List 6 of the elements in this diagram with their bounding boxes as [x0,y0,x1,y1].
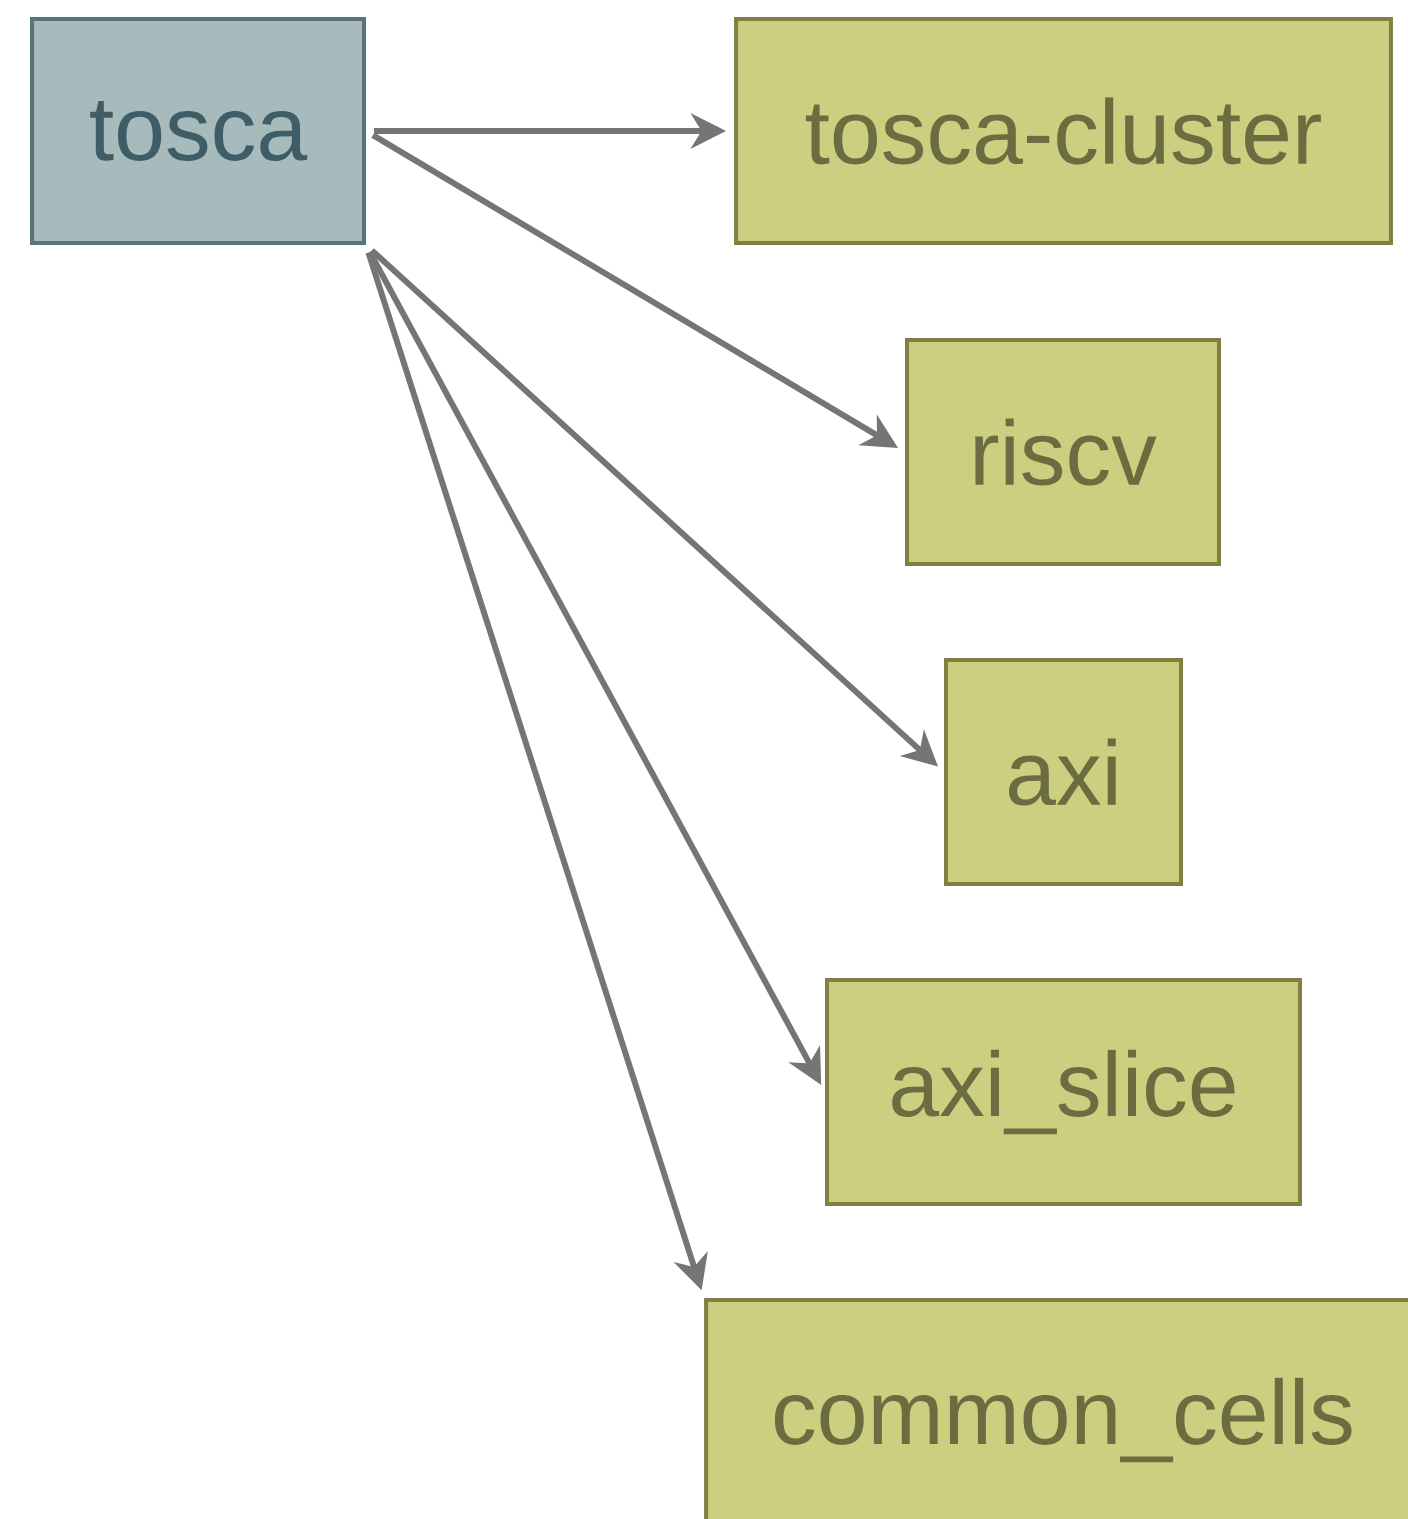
module-box: riscv [905,338,1221,566]
module-box: tosca-cluster [734,17,1393,245]
module-box: axi_slice [825,978,1302,1206]
module-box: tosca [30,17,366,245]
module-box: axi [944,658,1183,886]
module-box: common_cells [704,1298,1408,1519]
